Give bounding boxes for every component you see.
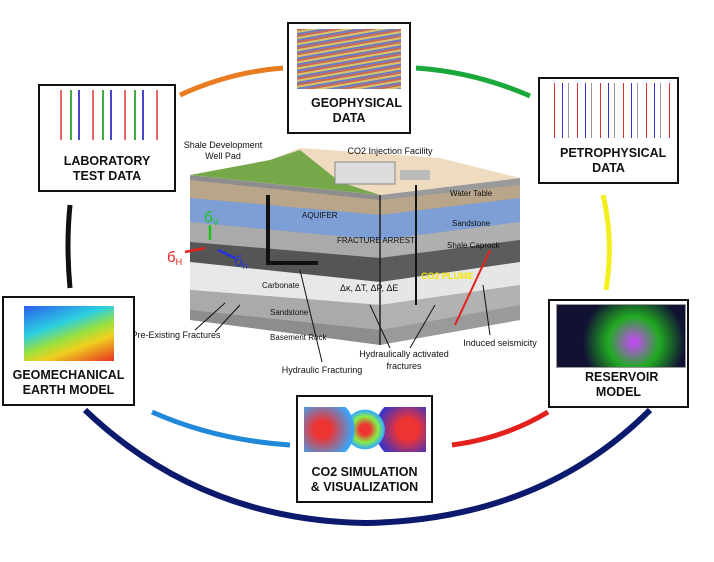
label-geomechanical: GEOMECHANICAL EARTH MODEL (12, 368, 125, 397)
label-deltas: Δκ, ΔT, ΔP, ΔE (340, 283, 398, 293)
box-laboratory: LABORATORY TEST DATA (38, 84, 176, 192)
label-water-table: Water Table (450, 189, 493, 198)
label-well-pad: Shale Development (184, 140, 263, 150)
label-basement: Basement Rock (270, 333, 327, 342)
arc-green (415, 65, 531, 99)
label-induced-seismicity: Induced seismicity (463, 338, 537, 348)
box-geophysical: GEOPHYSICAL DATA (287, 22, 411, 134)
label-pre-existing: Pre-Existing Fractures (131, 330, 221, 340)
label-reservoir: RESERVOIR MODEL (585, 370, 659, 399)
label-carbonate: Carbonate (262, 281, 300, 290)
lab-chart-thumbnail (48, 90, 158, 140)
sigma-H: бH (167, 249, 182, 267)
label-hydraulic-fracturing: Hydraulic Fracturing (282, 365, 363, 375)
arc-blue (150, 409, 291, 448)
sigma-h: бh (234, 253, 248, 271)
arc-yellow (600, 194, 612, 291)
label-laboratory: LABORATORY TEST DATA (63, 154, 151, 183)
arc-navy (82, 407, 653, 527)
box-geomechanical: GEOMECHANICAL EARTH MODEL (2, 296, 135, 406)
label-petrophysical: PETROPHYSICAL DATA (560, 146, 667, 175)
label-simulation: CO2 SIMULATION & VISUALIZATION (310, 465, 419, 494)
fault-line (454, 249, 491, 326)
arc-orange (178, 65, 284, 98)
arc-red (451, 409, 550, 448)
label-well-pad-2: Well Pad (205, 151, 241, 161)
reservoir-thumbnail (556, 304, 686, 368)
arc-black (65, 204, 73, 289)
label-activated-1: Hydraulically activated (359, 349, 449, 359)
label-activated-2: fractures (386, 361, 422, 371)
box-reservoir: RESERVOIR MODEL (548, 299, 689, 408)
simulation-thumbnail (304, 407, 426, 452)
seismic-thumbnail (297, 29, 401, 89)
label-sandstone-upper: Sandstone (452, 219, 491, 228)
label-injection: CO2 Injection Facility (347, 146, 433, 156)
label-aquifer: AQUIFER (302, 211, 338, 220)
label-sandstone-lower: Sandstone (270, 308, 309, 317)
label-geophysical: GEOPHYSICAL DATA (311, 96, 402, 125)
earth-model-thumbnail (24, 306, 114, 361)
label-shale-caprock: Shale Caprock (447, 241, 500, 250)
horizontal-well (266, 195, 318, 265)
sigma-v: бV (204, 209, 219, 227)
box-petrophysical: PETROPHYSICAL DATA (538, 77, 679, 184)
box-simulation: CO2 SIMULATION & VISUALIZATION (296, 395, 433, 503)
label-co2-plume: CO2 PLUME (421, 271, 474, 281)
subsurface-block (184, 148, 520, 363)
label-fracture-arrest: FRACTURE ARREST (337, 236, 415, 245)
well-log-thumbnail (546, 83, 671, 138)
